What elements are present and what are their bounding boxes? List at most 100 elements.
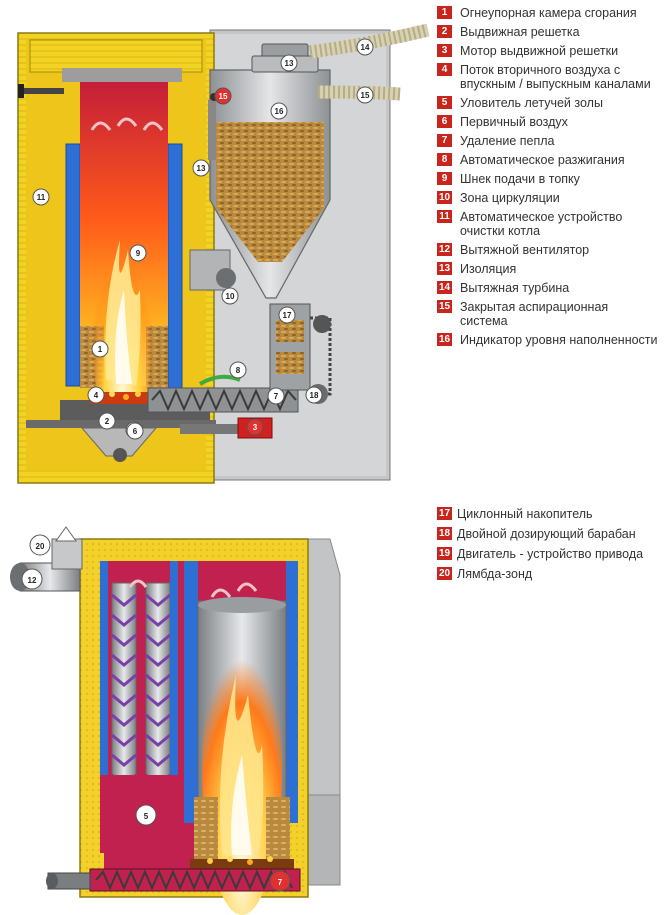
- legend-number-badge: 13: [437, 262, 452, 275]
- legend-number-badge: 20: [437, 567, 452, 580]
- legend-item: 13 Изоляция: [437, 262, 659, 276]
- legend-text: Автоматическое устройство очистки котла: [460, 210, 623, 238]
- callout-17: 17: [278, 306, 296, 324]
- legend-text: Вытяжная турбина: [460, 281, 570, 295]
- callout-3: 3: [246, 418, 264, 436]
- legend-number-badge: 19: [437, 547, 452, 560]
- legend-text: Изоляция: [460, 262, 517, 276]
- legend-text: Первичный воздух: [460, 115, 568, 129]
- callout-15: 15: [356, 86, 374, 104]
- legend-item: 16 Индикатор уровня наполненности: [437, 333, 659, 347]
- callout-label: 8: [236, 366, 241, 375]
- legend-item: 1 Огнеупорная камера сгорания: [437, 6, 659, 20]
- legend-number-badge: 9: [437, 172, 452, 185]
- callout-5: 5: [135, 804, 157, 826]
- legend-text: Выдвижная решетка: [460, 25, 580, 39]
- legend-item: 14 Вытяжная турбина: [437, 281, 659, 295]
- boiler-cross-section-bottom: 20 12 5 7: [10, 526, 341, 915]
- legend-bottom: 17 Циклонный накопитель 18 Двойной дозирующ…: [437, 507, 665, 587]
- callout-15: 15: [214, 87, 232, 105]
- legend-text: Огнеупорная камера сгорания: [460, 6, 637, 20]
- callout-label: 7: [274, 392, 279, 401]
- legend-number-badge: 5: [437, 96, 452, 109]
- legend-number-badge: 12: [437, 243, 452, 256]
- boiler-cross-section-top: 12345678910111313141515161718: [17, 23, 430, 484]
- legend-number-badge: 4: [437, 63, 452, 76]
- callout-label: 15: [219, 92, 228, 101]
- legend-number-badge: 15: [437, 300, 452, 313]
- legend-number-badge: 16: [437, 333, 452, 346]
- dosing-drum: [269, 303, 311, 391]
- callout-label: 15: [361, 91, 370, 100]
- legend-item: 12 Вытяжной вентилятор: [437, 243, 659, 257]
- callout-6: 6: [126, 422, 144, 440]
- legend-number-badge: 3: [437, 44, 452, 57]
- callout-10: 10: [221, 287, 239, 305]
- callout-7: 7: [269, 870, 291, 892]
- callout-label: 11: [37, 193, 46, 202]
- legend-number-badge: 14: [437, 281, 452, 294]
- callout-label: 10: [226, 292, 235, 301]
- water-jacket-left: [65, 143, 81, 387]
- legend-item: 10 Зона циркуляции: [437, 191, 659, 205]
- legend-text: Вытяжной вентилятор: [460, 243, 590, 257]
- legend-number-badge: 18: [437, 527, 452, 540]
- legend-item: 6 Первичный воздух: [437, 115, 659, 129]
- callout-label: 9: [136, 249, 141, 258]
- legend-number-badge: 10: [437, 191, 452, 204]
- callout-label: 4: [94, 391, 99, 400]
- legend-item: 2 Выдвижная решетка: [437, 25, 659, 39]
- legend-text: Удаление пепла: [460, 134, 555, 148]
- legend-text: Циклонный накопитель: [457, 507, 593, 521]
- legend-top: 1 Огнеупорная камера сгорания 2 Выдвижная р…: [437, 6, 659, 352]
- legend-number-badge: 1: [437, 6, 452, 19]
- callout-14: 14: [356, 38, 374, 56]
- callout-label: 7: [278, 878, 283, 887]
- legend-number-badge: 6: [437, 115, 452, 128]
- callout-4: 4: [87, 386, 105, 404]
- callout-label: 18: [310, 391, 319, 400]
- callout-label: 13: [197, 164, 206, 173]
- legend-text: Индикатор уровня наполненности: [460, 333, 658, 347]
- callout-label: 16: [275, 107, 284, 116]
- legend-item: 20 Лямбда-зонд: [437, 567, 665, 581]
- callout-18: 18: [305, 386, 323, 404]
- legend-number-badge: 2: [437, 25, 452, 38]
- legend-text: Зона циркуляции: [460, 191, 560, 205]
- callout-label: 3: [253, 423, 258, 432]
- legend-number-badge: 17: [437, 507, 452, 520]
- callout-9: 9: [129, 244, 147, 262]
- callout-label: 2: [105, 417, 110, 426]
- callout-16: 16: [270, 102, 288, 120]
- callout-label: 12: [28, 576, 37, 585]
- callout-label: 17: [283, 311, 292, 320]
- legend-text: Двигатель - устройство привода: [457, 547, 644, 561]
- callout-13: 13: [280, 54, 298, 72]
- legend-item: 18 Двойной дозирующий барабан: [437, 527, 665, 541]
- callout-13: 13: [192, 159, 210, 177]
- legend-number-badge: 11: [437, 210, 452, 223]
- legend-text: Лямбда-зонд: [457, 567, 533, 581]
- legend-item: 17 Циклонный накопитель: [437, 507, 665, 521]
- callout-1: 1: [91, 340, 109, 358]
- callout-12: 12: [21, 568, 43, 590]
- legend-text: Двойной дозирующий барабан: [457, 527, 636, 541]
- callout-label: 5: [144, 812, 149, 821]
- callout-2: 2: [98, 412, 116, 430]
- legend-item: 5 Уловитель летучей золы: [437, 96, 659, 110]
- callout-11: 11: [32, 188, 50, 206]
- legend-text: Автоматическое разжигания: [460, 153, 625, 167]
- legend-text: Уловитель летучей золы: [460, 96, 603, 110]
- callout-label: 6: [133, 427, 138, 436]
- legend-item: 3 Мотор выдвижной решетки: [437, 44, 659, 58]
- callout-20: 20: [29, 534, 51, 556]
- callout-label: 20: [36, 542, 45, 551]
- legend-item: 19 Двигатель - устройство привода: [437, 547, 665, 561]
- legend-text: Шнек подачи в топку: [460, 172, 580, 186]
- legend-text: Мотор выдвижной решетки: [460, 44, 619, 58]
- callout-label: 14: [361, 43, 370, 52]
